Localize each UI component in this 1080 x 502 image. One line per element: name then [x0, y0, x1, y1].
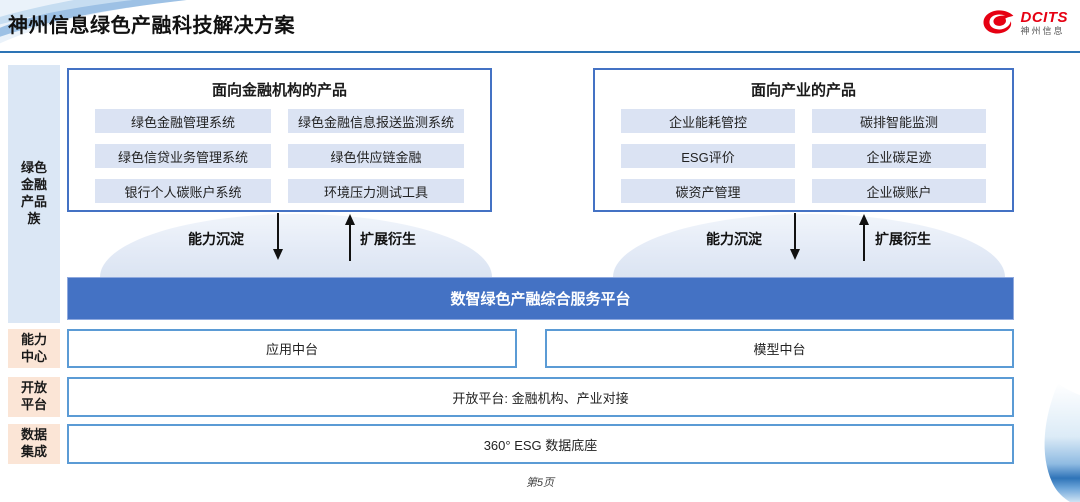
capability-settle-label: 能力沉淀: [188, 231, 244, 247]
product-pill: 绿色供应链金融: [288, 144, 464, 168]
industry-products-box: 面向产业的产品 企业能耗管控 碳排智能监测 ESG评价 企业碳足迹 碳资产管理 …: [593, 68, 1014, 212]
finance-products-title: 面向金融机构的产品: [211, 82, 347, 99]
right-dome-decoration: [613, 214, 1005, 277]
rail-label: 绿色 金融 产品 族: [20, 160, 47, 226]
page-title: 神州信息绿色产融科技解决方案: [8, 15, 295, 37]
title-divider: [0, 51, 1080, 53]
logo-brand: DCITS: [1020, 9, 1068, 26]
product-pill: 碳资产管理: [621, 179, 795, 203]
product-pill: ESG评价: [621, 144, 795, 168]
app-middle-platform-box: 应用中台: [67, 329, 517, 368]
esg-data-base-box: 360° ESG 数据底座: [67, 424, 1014, 464]
product-pill: 银行个人碳账户系统: [95, 179, 271, 203]
extend-derive-label: 扩展衍生: [360, 231, 416, 247]
industry-products-grid: 企业能耗管控 碳排智能监测 ESG评价 企业碳足迹 碳资产管理 企业碳账户: [621, 109, 986, 203]
company-logo: DCITS 神州信息: [981, 9, 1069, 37]
rail-green-finance-product-family: 绿色 金融 产品 族: [8, 65, 60, 323]
arrow-up-icon: [859, 214, 869, 261]
rail-label: 数据 集成: [20, 427, 47, 459]
rail-label: 能力 中心: [20, 331, 47, 364]
open-platform-box: 开放平台: 金融机构、产业对接: [67, 377, 1014, 417]
logo-company-name: 神州信息: [1020, 26, 1065, 36]
finance-products-grid: 绿色金融管理系统 绿色金融信息报送监测系统 绿色信贷业务管理系统 绿色供应链金融…: [95, 109, 464, 203]
product-pill: 绿色金融管理系统: [95, 109, 271, 133]
rail-open-platform: 开放 平台: [8, 377, 60, 417]
logo-text: DCITS 神州信息: [1021, 10, 1069, 36]
product-pill: 企业碳账户: [812, 179, 986, 203]
industry-products-title: 面向产业的产品: [750, 82, 856, 99]
rail-label: 开放 平台: [20, 380, 47, 412]
platform-bar: 数智绿色产融综合服务平台: [67, 277, 1014, 320]
product-pill: 绿色信贷业务管理系统: [95, 144, 271, 168]
left-dome-decoration: [100, 214, 492, 277]
product-pill: 企业能耗管控: [621, 109, 795, 133]
arrow-down-icon: [790, 213, 800, 260]
rail-capability-center: 能力 中心: [8, 329, 60, 368]
product-pill: 企业碳足迹: [812, 144, 986, 168]
capability-settle-label: 能力沉淀: [706, 231, 762, 247]
page-number: 第5页: [525, 477, 555, 489]
finance-products-box: 面向金融机构的产品 绿色金融管理系统 绿色金融信息报送监测系统 绿色信贷业务管理…: [67, 68, 492, 212]
dcits-swoosh-icon: [982, 10, 1013, 34]
extend-derive-label: 扩展衍生: [875, 231, 931, 247]
product-pill: 环境压力测试工具: [288, 179, 464, 203]
product-pill: 碳排智能监测: [812, 109, 986, 133]
arrow-down-icon: [273, 213, 283, 260]
rail-data-integration: 数据 集成: [8, 424, 60, 464]
arrow-up-icon: [345, 214, 355, 261]
model-middle-platform-box: 模型中台: [545, 329, 1014, 368]
product-pill: 绿色金融信息报送监测系统: [288, 109, 464, 133]
